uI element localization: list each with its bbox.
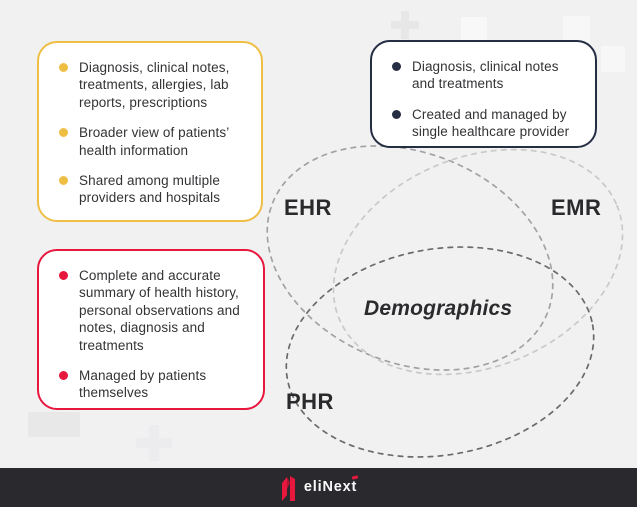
list-item: Broader view of patients’ health informa… — [59, 124, 251, 159]
list-item: Complete and accurate summary of health … — [59, 267, 253, 354]
list-item-text: Diagnosis, clinical notes and treatments — [412, 59, 559, 92]
list-item: Managed by patients themselves — [59, 367, 253, 402]
elinext-logo-icon — [281, 475, 295, 501]
bullet-dot-icon — [59, 176, 68, 186]
phr-label: PHR — [286, 389, 334, 414]
bullet-dot-icon — [59, 271, 68, 280]
list-item: Shared among multiple providers and hosp… — [59, 172, 251, 207]
emr-label: EMR — [551, 195, 602, 220]
phr-callout-box: Complete and accurate summary of health … — [37, 249, 265, 410]
bullet-dot-icon — [59, 63, 68, 72]
footer-bar: eliNext — [0, 468, 637, 507]
bullet-dot-icon — [59, 371, 68, 381]
emr-callout-box: Diagnosis, clinical notes and treatments… — [370, 40, 597, 148]
elinext-logo-text: eliNext — [303, 479, 358, 496]
ehr-callout-box: Diagnosis, clinical notes, treatments, a… — [37, 41, 263, 222]
bullet-dot-icon — [59, 128, 68, 138]
bullet-dot-icon — [392, 62, 401, 71]
list-item-text: Complete and accurate summary of health … — [79, 268, 240, 353]
demographics-label: Demographics — [364, 297, 513, 320]
list-item-text: Broader view of patients’ health informa… — [79, 125, 229, 158]
list-item: Diagnosis, clinical notes, treatments, a… — [59, 59, 251, 111]
list-item-text: Managed by patients themselves — [79, 368, 207, 401]
list-item-text: Shared among multiple providers and hosp… — [79, 173, 221, 206]
list-item-text: Created and managed by single healthcare… — [412, 106, 570, 140]
list-item: Created and managed by single healthcare… — [392, 106, 585, 141]
list-item-text: Diagnosis, clinical notes, treatments, a… — [79, 60, 230, 110]
ehr-label: EHR — [284, 195, 332, 220]
bullet-dot-icon — [392, 109, 401, 119]
phr-ellipse — [285, 246, 595, 458]
emr-ellipse — [332, 148, 624, 376]
elinext-logo-wordmark: eliNext — [303, 475, 359, 496]
list-item: Diagnosis, clinical notes and treatments — [392, 58, 585, 93]
